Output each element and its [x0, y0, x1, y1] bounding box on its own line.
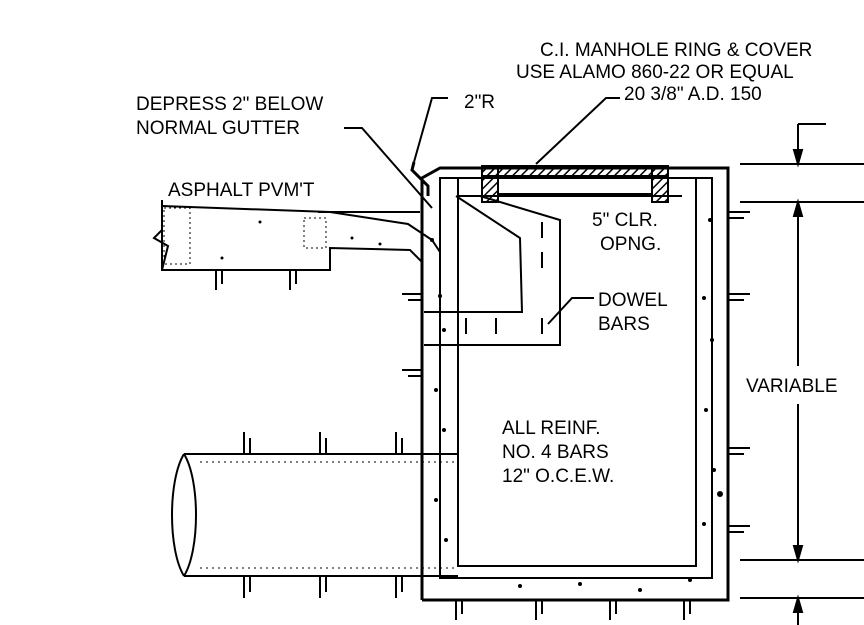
manhole-label-line2: USE ALAMO 860-22 OR EQUAL	[516, 62, 794, 83]
variable-label: VARIABLE	[746, 376, 838, 397]
opening-label-line2: OPNG.	[600, 234, 661, 255]
gutter-transition	[152, 161, 561, 346]
dowel-label-line1: DOWEL	[598, 290, 668, 311]
depress-label-line2: NORMAL GUTTER	[136, 118, 300, 139]
reinf-label-line1: ALL REINF.	[502, 418, 601, 439]
depress-label-line1: DEPRESS 2" BELOW	[136, 94, 323, 115]
dowel-bars	[465, 222, 594, 334]
inlet-box	[420, 166, 730, 602]
reinf-label-line3: 12" O.C.E.W.	[502, 466, 614, 487]
concrete-stipple	[220, 218, 723, 592]
manhole-label-line3: 20 3/8" A.D. 150	[624, 84, 762, 105]
reinf-label-line2: NO. 4 BARS	[502, 442, 609, 463]
opening-label-line1: 5" CLR.	[592, 210, 658, 231]
variable-dimension	[740, 123, 864, 625]
manhole-ring-cover	[481, 165, 669, 203]
asphalt-label: ASPHALT PVM'T	[168, 180, 315, 201]
pipe	[171, 453, 458, 577]
leader-lines	[344, 97, 620, 209]
radius-label: 2"R	[464, 92, 495, 113]
rebar-ticks	[215, 211, 750, 620]
dowel-label-line2: BARS	[598, 314, 650, 335]
manhole-label-line1: C.I. MANHOLE RING & COVER	[540, 40, 812, 61]
